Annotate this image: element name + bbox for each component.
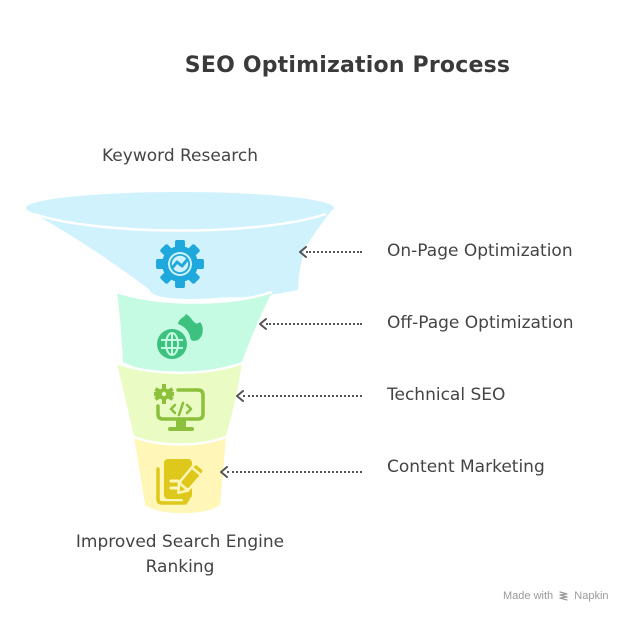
napkin-logo-icon [559,590,568,601]
arrow-stage-1 [298,246,362,258]
arrow-left-icon [236,390,244,402]
funnel-bottom-label-line2: Ranking [145,557,215,577]
arrow-stage-3 [235,390,362,402]
stage-label-technical-seo: Technical SEO [387,385,506,405]
watermark[interactable]: Made with Napkin [503,590,609,602]
funnel-bottom-label-line1: Improved Search Engine [75,532,285,552]
stage-label-on-page: On-Page Optimization [387,241,573,261]
funnel-stage-3 [117,363,242,444]
funnel-bottom-label: Improved Search Engine Ranking [30,530,330,580]
gear-chart-icon [156,240,204,288]
watermark-prefix: Made with [503,590,554,602]
arrow-stage-4 [219,466,362,478]
arrow-left-icon [220,466,228,478]
funnel-rim [26,192,334,224]
funnel-top-label: Keyword Research [102,146,258,166]
arrow-left-icon [259,318,267,330]
watermark-brand: Napkin [574,590,609,602]
stage-label-off-page: Off-Page Optimization [387,313,574,333]
document-pencil-icon [156,459,205,505]
stage-label-content-marketing: Content Marketing [387,457,545,477]
arrow-stage-2 [258,318,362,330]
diagram-title: SEO Optimization Process [184,53,511,78]
globe-fire-icon [157,314,203,359]
monitor-code-gear-icon [154,384,205,431]
arrow-left-icon [299,246,307,258]
